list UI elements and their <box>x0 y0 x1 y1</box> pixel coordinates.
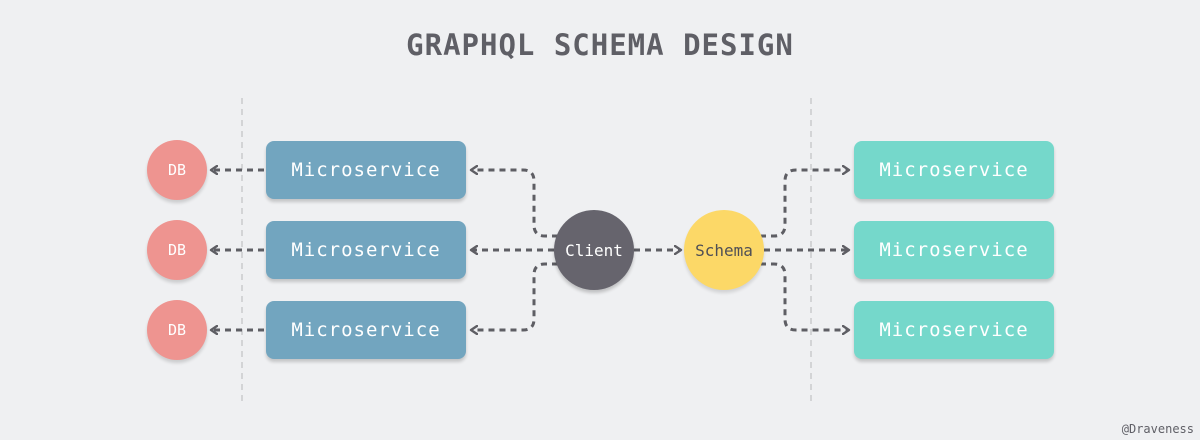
arrow-client-to-left-service-1 <box>472 170 558 238</box>
arrow-schema-to-right-service-3 <box>760 262 848 330</box>
arrow-client-to-left-service-3 <box>472 262 558 330</box>
right-microservice-node: Microservice <box>854 301 1054 359</box>
db-node: DB <box>147 140 207 200</box>
db-node: DB <box>147 300 207 360</box>
left-microservice-node: Microservice <box>266 141 466 199</box>
left-microservice-node: Microservice <box>266 221 466 279</box>
arrow-schema-to-right-service-1 <box>760 170 848 238</box>
author-credit: @Draveness <box>1121 422 1194 436</box>
diagram-title: GRAPHQL SCHEMA DESIGN <box>406 28 794 62</box>
right-microservice-node: Microservice <box>854 221 1054 279</box>
db-node: DB <box>147 220 207 280</box>
schema-node: Schema <box>684 210 764 290</box>
left-microservice-node: Microservice <box>266 301 466 359</box>
right-microservice-node: Microservice <box>854 141 1054 199</box>
client-node: Client <box>554 210 634 290</box>
